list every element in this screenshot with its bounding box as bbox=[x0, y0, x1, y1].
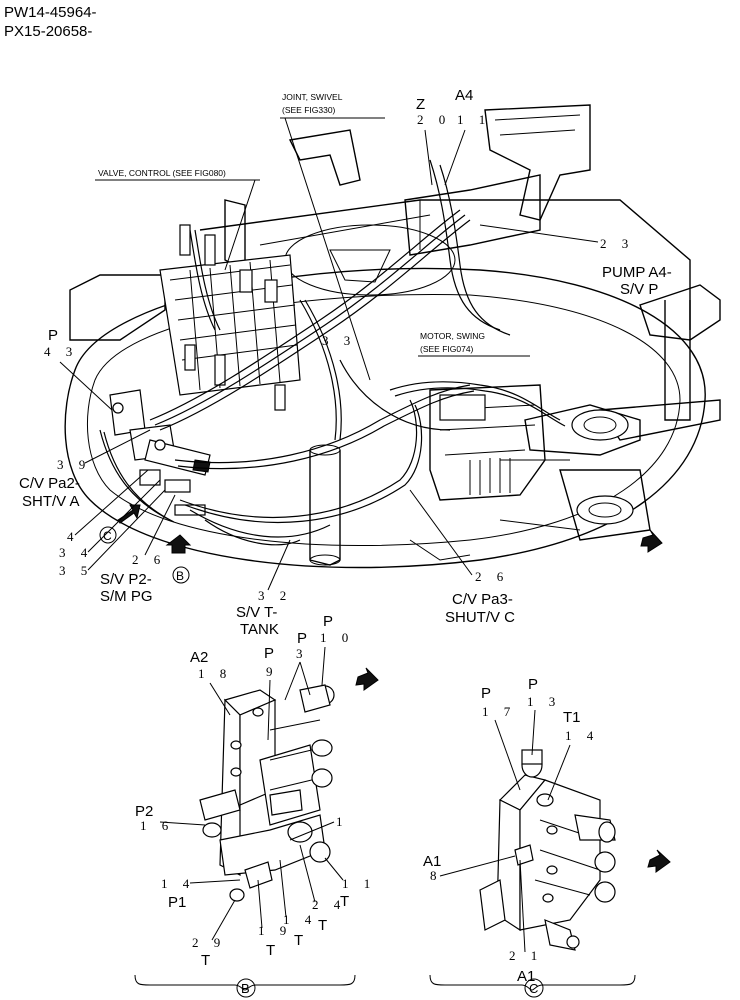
b-label-t14: T bbox=[294, 932, 303, 949]
label-11: 1 1 bbox=[457, 112, 491, 127]
b-label-18: 1 8 bbox=[198, 666, 232, 681]
upper-frame-drawing bbox=[64, 104, 721, 569]
label-circle-c: C bbox=[103, 529, 112, 543]
callout-motor-swing-2: (SEE FIG074) bbox=[420, 344, 474, 354]
label-sv-p2-2: S/M PG bbox=[100, 588, 153, 605]
label-sv-t-2: TANK bbox=[240, 621, 279, 638]
c-label-p13: P bbox=[528, 676, 538, 693]
b-label-p3: P bbox=[297, 630, 307, 647]
label-cv-pa2-1: C/V Pa2- bbox=[19, 475, 80, 492]
left-valve-cluster bbox=[109, 389, 211, 516]
b-label-t11: T bbox=[340, 893, 349, 910]
detail-c-drawing bbox=[479, 749, 671, 951]
label-pump-1: PUMP A4- bbox=[602, 264, 672, 281]
label-43: 4 3 bbox=[44, 344, 78, 359]
c-label-8: 8 bbox=[430, 868, 443, 883]
hose-bundle bbox=[99, 159, 566, 546]
label-a4: A4 bbox=[455, 87, 473, 104]
arrow-b-icon bbox=[165, 534, 192, 554]
label-p-left: P bbox=[48, 327, 58, 344]
label-39: 3 9 bbox=[57, 457, 91, 472]
label-sv-t-1: S/V T- bbox=[236, 604, 277, 621]
label-z: Z bbox=[416, 96, 425, 113]
b-label-p10: P bbox=[323, 613, 333, 630]
detail-c-circle-marker bbox=[524, 978, 544, 998]
callout-valve-control: VALVE, CONTROL (SEE FIG080) bbox=[98, 168, 226, 178]
b-label-29: 2 9 bbox=[192, 935, 226, 950]
b-label-16: 1 6 bbox=[140, 818, 174, 833]
detail-c-brace bbox=[429, 974, 636, 991]
label-35: 3 5 bbox=[59, 563, 93, 578]
label-sv-p2-1: S/V P2- bbox=[100, 571, 152, 588]
c-label-21: 2 1 bbox=[509, 948, 543, 963]
b-label-p2: P2 bbox=[135, 803, 153, 820]
c-label-17: 1 7 bbox=[482, 704, 516, 719]
b-label-11: 1 1 bbox=[342, 876, 376, 891]
b-label-19: 1 9 bbox=[258, 923, 292, 938]
label-pump-2: S/V P bbox=[620, 281, 658, 298]
c-label-a1a: A1 bbox=[423, 853, 441, 870]
label-23: 2 3 bbox=[600, 236, 634, 251]
header-line-2: PX15-20658- bbox=[4, 23, 92, 40]
b-label-t24: T bbox=[318, 917, 327, 934]
label-cv-pa3-2: SHUT/V C bbox=[445, 609, 515, 626]
label-cv-pa3-1: C/V Pa3- bbox=[452, 591, 513, 608]
label-32: 3 2 bbox=[258, 588, 292, 603]
callout-joint-swivel-2: (SEE FIG330) bbox=[282, 105, 336, 115]
b-label-14a: 1 4 bbox=[161, 876, 195, 891]
b-label-p9: P bbox=[264, 645, 274, 662]
b-label-10: 1 0 bbox=[320, 630, 354, 645]
label-26b: 2 6 bbox=[475, 569, 509, 584]
circle-c-marker bbox=[99, 526, 117, 544]
header-line-1: PW14-45964- bbox=[4, 4, 97, 21]
label-4: 4 bbox=[67, 529, 80, 544]
b-label-9: 9 bbox=[266, 664, 279, 679]
b-label-circle: B bbox=[241, 981, 250, 996]
c-label-t1: T1 bbox=[563, 709, 581, 726]
c-label-p17: P bbox=[481, 685, 491, 702]
detail-b-arrow-icon bbox=[355, 667, 379, 691]
b-label-t29: T bbox=[201, 952, 210, 969]
detail-b-drawing bbox=[199, 667, 379, 902]
label-34: 3 4 bbox=[59, 545, 93, 560]
c-label-a1b: A1 bbox=[517, 968, 535, 985]
c-label-14: 1 4 bbox=[565, 728, 599, 743]
label-circle-b: B bbox=[176, 569, 184, 583]
arrow-right-icon bbox=[640, 529, 663, 553]
b-label-p1: P1 bbox=[168, 894, 186, 911]
b-label-14b: 1 4 bbox=[283, 912, 317, 927]
callout-joint-swivel-1: JOINT, SWIVEL bbox=[282, 92, 343, 102]
arrow-c-icon bbox=[117, 504, 141, 524]
label-20: 2 0 bbox=[417, 112, 451, 127]
label-cv-pa2-2: SHT/V A bbox=[22, 493, 80, 510]
b-label-a2: A2 bbox=[190, 649, 208, 666]
c-label-circle: C bbox=[529, 981, 538, 996]
c-label-13: 1 3 bbox=[527, 694, 561, 709]
b-label-3: 3 bbox=[296, 646, 309, 661]
label-33: 3 3 bbox=[322, 333, 356, 348]
circle-b-marker bbox=[172, 566, 190, 584]
b-label-t19: T bbox=[266, 942, 275, 959]
detail-b-circle-marker bbox=[236, 978, 256, 998]
b-label-24: 2 4 bbox=[312, 897, 346, 912]
b-label-1: 1 bbox=[336, 814, 349, 829]
label-26a: 2 6 bbox=[132, 552, 166, 567]
callout-motor-swing-1: MOTOR, SWING bbox=[420, 331, 485, 341]
control-valve-block bbox=[159, 224, 301, 411]
detail-b-brace bbox=[134, 974, 356, 991]
detail-c-arrow-icon bbox=[647, 849, 671, 873]
